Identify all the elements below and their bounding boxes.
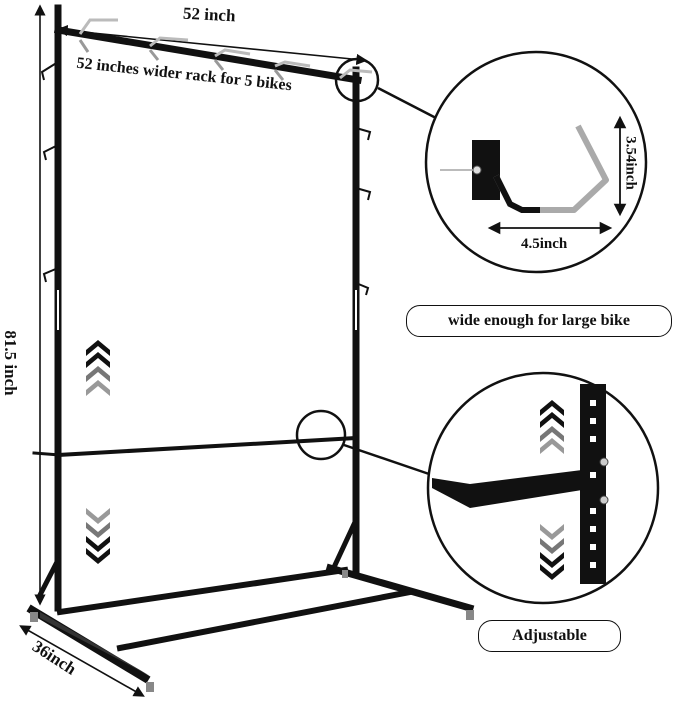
top-width-label: 52 inch [182,3,236,26]
bar-callout-leader [343,443,433,477]
width-dimension-line [56,24,368,66]
adjust-down-arrows [86,508,110,564]
adjustable-detail-view [426,371,660,605]
adjustable-callout-badge: Adjustable [478,620,621,652]
wide-callout-badge: wide enough for large bike [406,305,672,337]
hook-callout-marker [334,57,380,103]
height-label: 81.5 inch [1,330,20,396]
top-hooks [78,18,373,81]
side-hooks [40,61,372,296]
upright-adjust-holes [57,290,357,330]
hook-width-label: 4.5inch [521,236,568,252]
hook-detail-view [424,50,648,274]
hook-callout-leader [377,86,437,120]
adjust-up-arrows [86,340,110,396]
hook-height-label: 3.54inch [622,136,639,190]
base-floor-plate [40,612,150,676]
depth-dimension-line [19,625,145,697]
rack-feet [30,570,474,692]
bar-callout-marker [295,409,347,461]
